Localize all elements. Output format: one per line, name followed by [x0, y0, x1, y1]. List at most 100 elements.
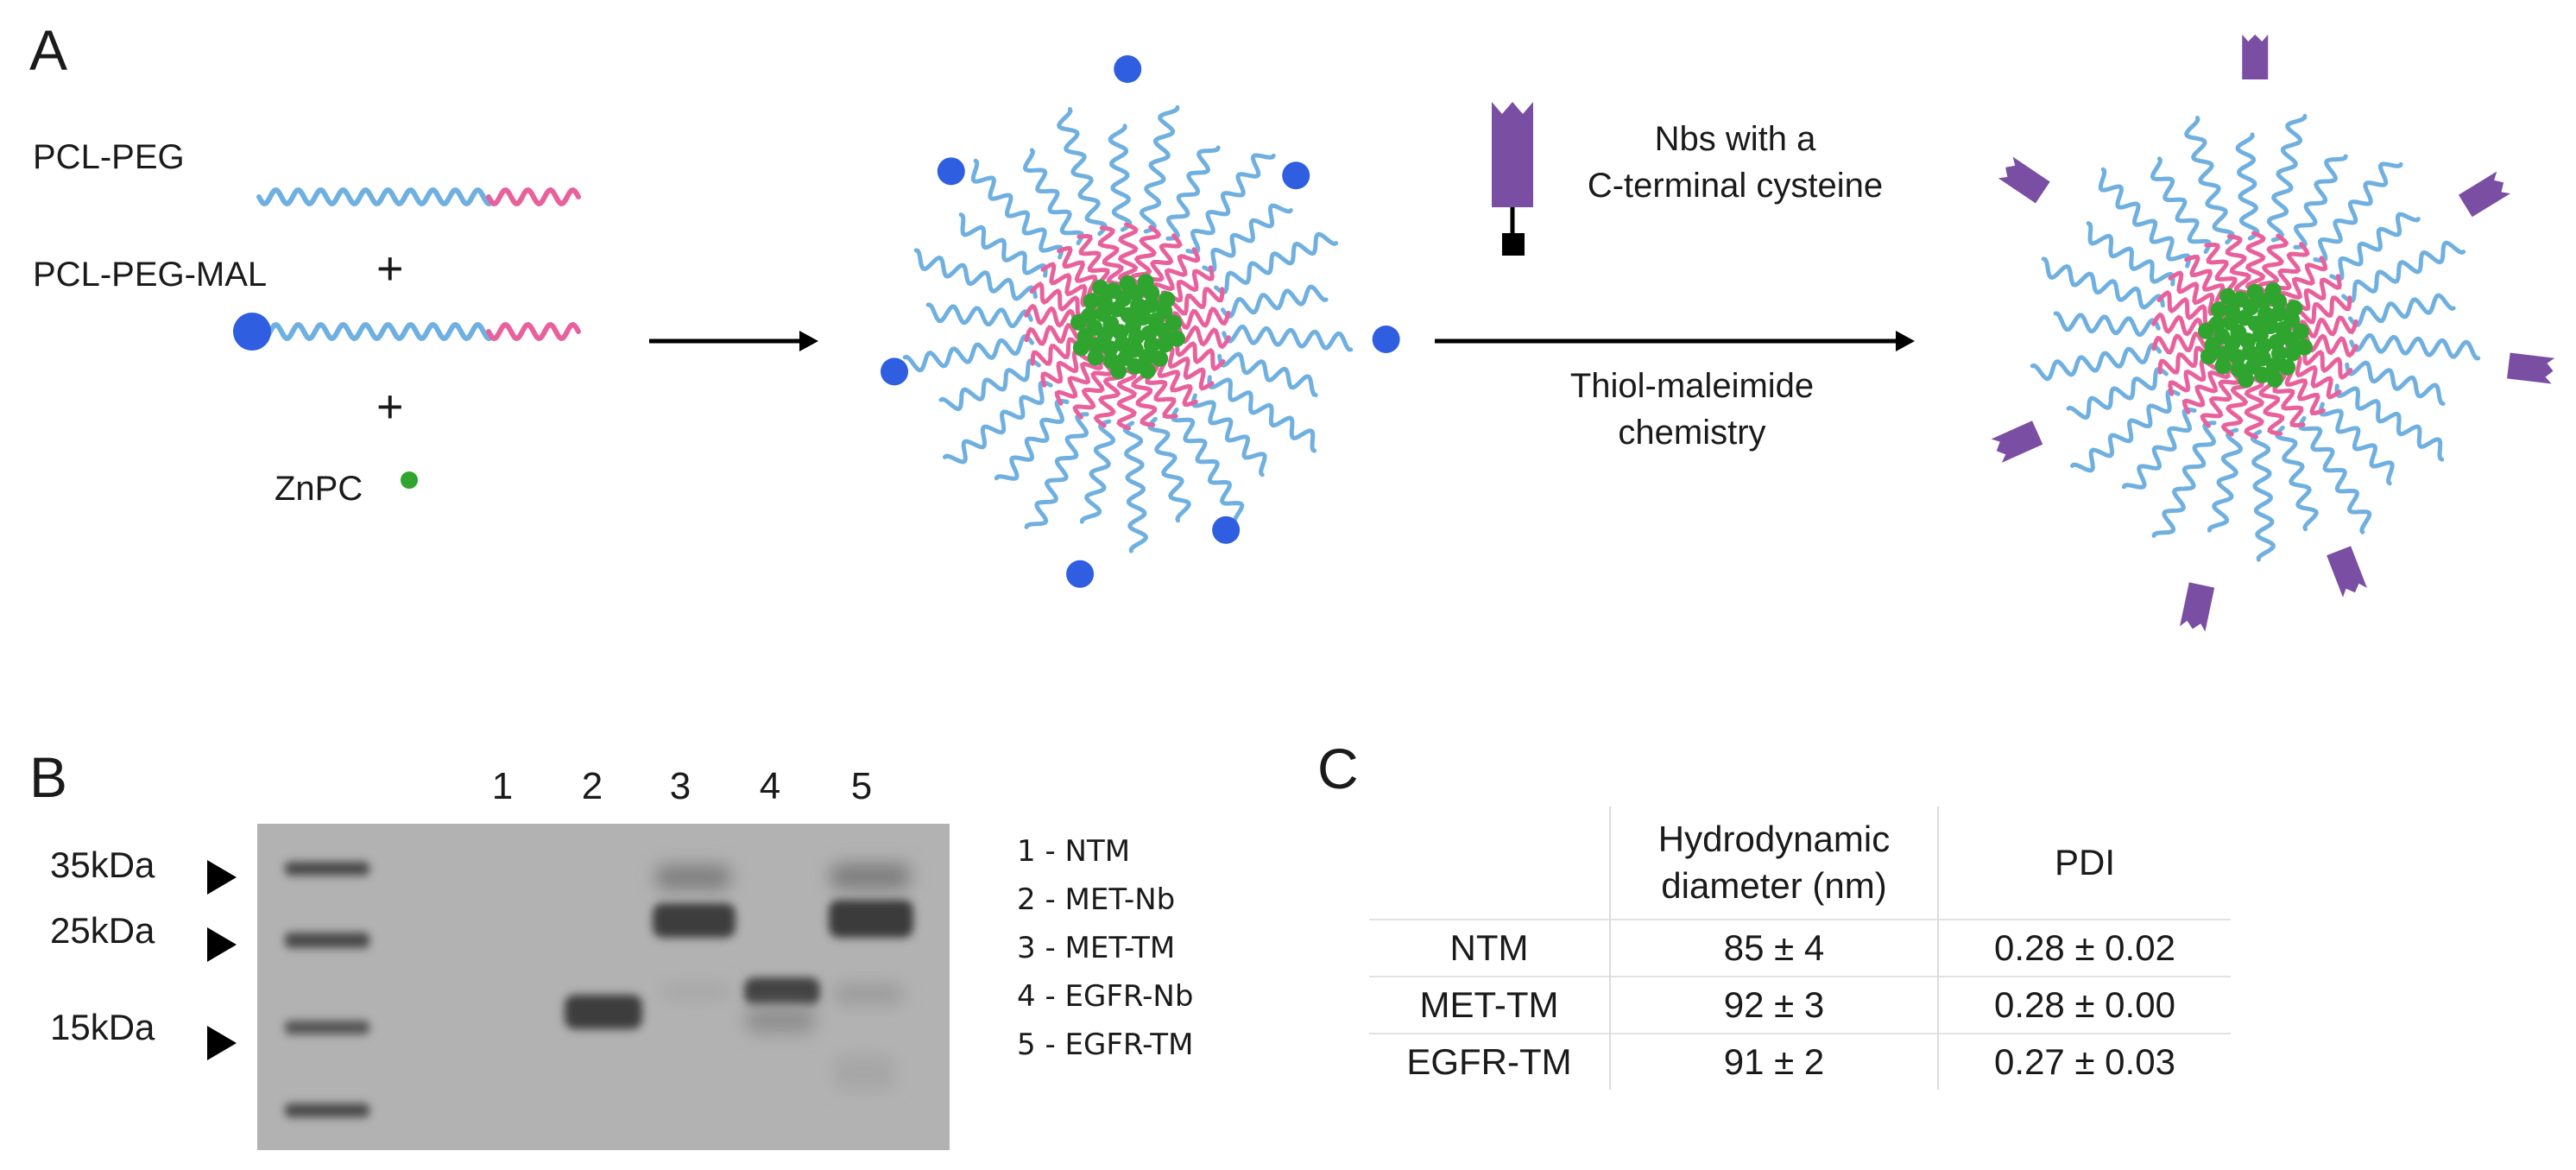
peg-chain: [1022, 148, 1085, 246]
row-diameter: 85 ± 4: [1610, 919, 1939, 977]
peg-chain: [1220, 284, 1329, 319]
marker-25kda-label: 25kDa: [50, 910, 155, 951]
znpc-molecule: [2219, 288, 2237, 305]
nanobody-shape: [2242, 34, 2269, 80]
peg-chain: [2266, 113, 2308, 243]
nanobody-marker: [2458, 171, 2510, 218]
peg-chain: [1185, 153, 1276, 255]
pcl-peg-peg-block: [256, 187, 493, 207]
panel-a-label: A: [29, 18, 68, 82]
znpc-molecule: [2222, 313, 2239, 331]
ladder-band-15kda: [285, 1021, 369, 1034]
znpc-molecule: [1102, 340, 1119, 357]
peg-chain: [2347, 293, 2456, 328]
znpc-molecule: [1110, 363, 1127, 380]
header-diameter-line1: Hydrodynamic: [1657, 819, 1891, 859]
znpc-molecule: [1130, 297, 1147, 314]
lane5-egfr-tm-band: [829, 900, 913, 938]
row-name: EGFR-TM: [1369, 1033, 1611, 1090]
lane3-faint-band: [661, 984, 730, 998]
reaction-caption-line2: chemistry: [1618, 414, 1766, 452]
pcl-peg-mal-pcl-block: [486, 321, 581, 342]
table-row: MET-TM 92 ± 3 0.28 ± 0.00: [1369, 976, 2231, 1034]
lane3-met-tm-band: [653, 903, 736, 938]
nanobody-shape: [2507, 352, 2555, 384]
legend-item-2: 2 - MET-Nb: [1017, 882, 1176, 917]
peg-chain: [2070, 389, 2181, 473]
znpc-molecule: [1092, 279, 1109, 296]
znpc-molecule: [2264, 282, 2282, 300]
panel-b-label: B: [29, 745, 68, 809]
peg-chain: [1170, 407, 1245, 526]
peg-chain: [1079, 419, 1116, 524]
lane5-faint-band: [834, 984, 903, 1003]
maleimide-end-group: [1372, 325, 1400, 353]
znpc-molecule: [1070, 313, 1088, 331]
nanobody-marker: [2242, 34, 2269, 80]
znpc-molecule: [1095, 305, 1112, 322]
maleimide-end-group: [1114, 55, 1142, 84]
znpc-molecule: [1072, 339, 1089, 357]
znpc-molecule: [2223, 301, 2240, 319]
znpc-molecule: [1119, 275, 1136, 292]
micelle-nanobody-targeted: [1991, 34, 2555, 632]
peg-chain: [1122, 421, 1148, 553]
peg-chain: [1217, 351, 1318, 397]
header-diameter-line2: diameter (nm): [1661, 865, 1887, 906]
peg-chain: [913, 248, 1038, 301]
znpc-molecule: [1104, 282, 1121, 300]
panel-c-label: C: [1317, 737, 1359, 800]
legend-item-5: 5 - EGFR-TM: [1017, 1028, 1194, 1062]
marker-15kda-arrow: [207, 1026, 237, 1060]
pcl-peg-label: PCL-PEG: [33, 138, 185, 176]
peg-chain: [2250, 429, 2276, 562]
cysteine-thiol: [1502, 233, 1525, 256]
marker-35kda-arrow: [207, 860, 237, 895]
ladder-band-10kda: [285, 1104, 369, 1117]
znpc-molecule: [2270, 305, 2288, 322]
znpc-molecule: [2198, 322, 2215, 339]
nanobody-shape: [2180, 582, 2215, 632]
peg-chain: [958, 212, 1048, 278]
plus-sign-2: +: [376, 381, 404, 433]
peg-chain: [1190, 393, 1267, 477]
table-row: EGFR-TM 91 ± 2 0.27 ± 0.03: [1369, 1033, 2231, 1090]
peg-chain: [1024, 412, 1089, 529]
peg-chain: [2349, 332, 2481, 361]
ladder-band-35kda: [285, 862, 369, 876]
znpc-molecule: [2238, 371, 2255, 389]
peg-chain: [2329, 212, 2421, 281]
maleimide-group: [233, 313, 271, 351]
znpc-molecule: [1088, 337, 1105, 354]
maleimide-end-group: [1066, 560, 1095, 588]
row-pdi: 0.28 ± 0.02: [1938, 919, 2231, 977]
nbs-caption-line2: C-terminal cysteine: [1587, 167, 1884, 205]
row-name: MET-TM: [1369, 976, 1611, 1034]
lane5-upper-smear: [830, 863, 910, 889]
maleimide-end-group: [1282, 161, 1310, 190]
peg-chain: [2297, 415, 2372, 534]
lane-number-1: 1: [491, 765, 514, 807]
znpc-molecule: [1143, 296, 1160, 313]
peg-chain: [2066, 366, 2169, 421]
peg-chain: [2041, 256, 2165, 310]
peg-chain: [943, 380, 1053, 465]
nanobody-marker: [1991, 421, 2043, 463]
sds-page-gel: [207, 824, 950, 1150]
ladder-band-25kda: [285, 933, 369, 948]
peg-chain: [2313, 161, 2403, 263]
nbs-caption: Nbs with a C-terminal cysteine: [1502, 116, 1968, 209]
peg-chain: [1108, 123, 1133, 232]
znpc-molecule: [1087, 349, 1104, 366]
maleimide-end-group: [1212, 515, 1241, 544]
peg-chain: [1165, 145, 1221, 241]
znpc-molecule: [2286, 300, 2303, 317]
nbs-caption-line1: Nbs with a: [1654, 120, 1816, 158]
znpc-molecule: [2295, 338, 2313, 356]
nanobody-shape: [1991, 421, 2043, 463]
peg-chain: [2318, 402, 2395, 486]
znpc-molecule: [1165, 314, 1183, 332]
header-empty-cell: [1369, 806, 1611, 920]
peg-chain: [2235, 132, 2260, 241]
peg-chain: [2207, 427, 2244, 533]
